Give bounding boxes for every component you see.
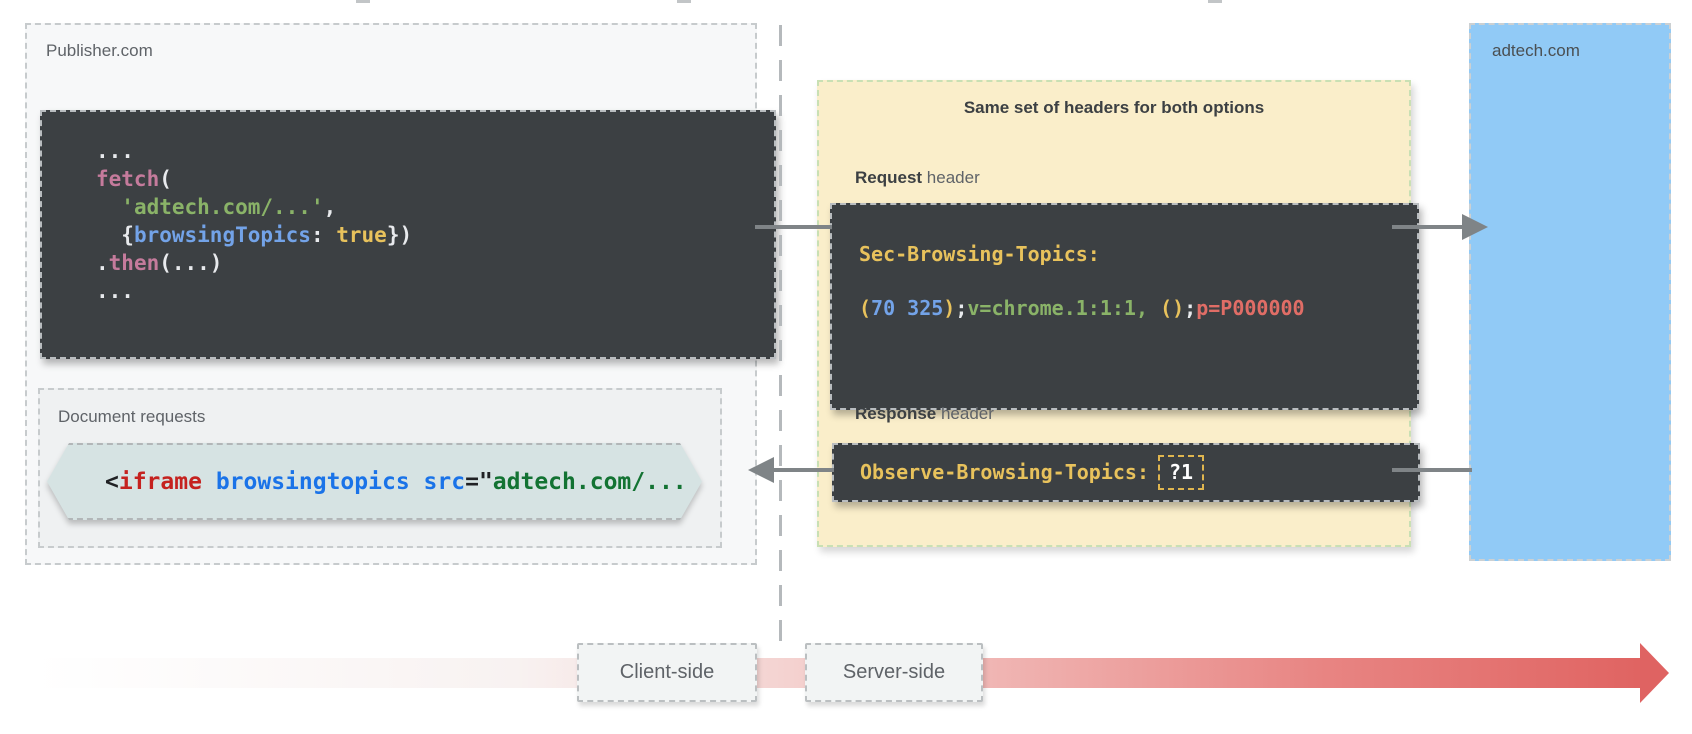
document-requests-label: Document requests (58, 407, 206, 426)
request-header-label-bold: Request (855, 168, 923, 187)
response-header-code-block: Observe-Browsing-Topics:?1 (832, 443, 1420, 502)
request-header-label: Request header (855, 168, 980, 188)
response-header-label-rest: header (936, 404, 994, 423)
response-arrowhead-icon (748, 457, 774, 483)
headers-panel-title: Same set of headers for both options (963, 98, 1265, 117)
response-header-label: Response header (855, 404, 994, 424)
adtech-box: adtech.com (1469, 23, 1671, 561)
iframe-code-snippet: <iframe browsingtopics src="adtech.com/.… (47, 443, 702, 520)
iframe-tag-shape: <iframe browsingtopics src="adtech.com/.… (47, 443, 702, 520)
crop-artifact (356, 0, 370, 3)
response-connector-right (1392, 468, 1472, 472)
crop-artifact (1208, 0, 1222, 3)
request-connector-left (755, 225, 832, 229)
request-header-code-block: Sec-Browsing-Topics:(70 325);v=chrome.1:… (830, 203, 1419, 410)
crop-artifact (677, 0, 691, 3)
request-arrowhead-icon (1462, 214, 1488, 240)
publisher-label: Publisher.com (46, 41, 153, 60)
timeline-arrowhead-icon (1640, 643, 1669, 703)
client-server-separator-line (779, 25, 782, 647)
request-header-label-rest: header (922, 168, 980, 187)
document-requests-box: Document requests <iframe browsingtopics… (38, 388, 722, 548)
response-header-label-bold: Response (855, 404, 937, 423)
publisher-box: Publisher.com ...fetch( 'adtech.com/...'… (25, 23, 776, 565)
adtech-label: adtech.com (1492, 41, 1580, 60)
request-connector-right (1392, 225, 1464, 229)
headers-panel: Same set of headers for both options Req… (817, 80, 1420, 547)
client-side-label: Client-side (577, 643, 757, 702)
server-side-label: Server-side (805, 643, 983, 702)
response-connector-left (774, 468, 834, 472)
fetch-code-block: ...fetch( 'adtech.com/...', {browsingTop… (40, 110, 776, 359)
